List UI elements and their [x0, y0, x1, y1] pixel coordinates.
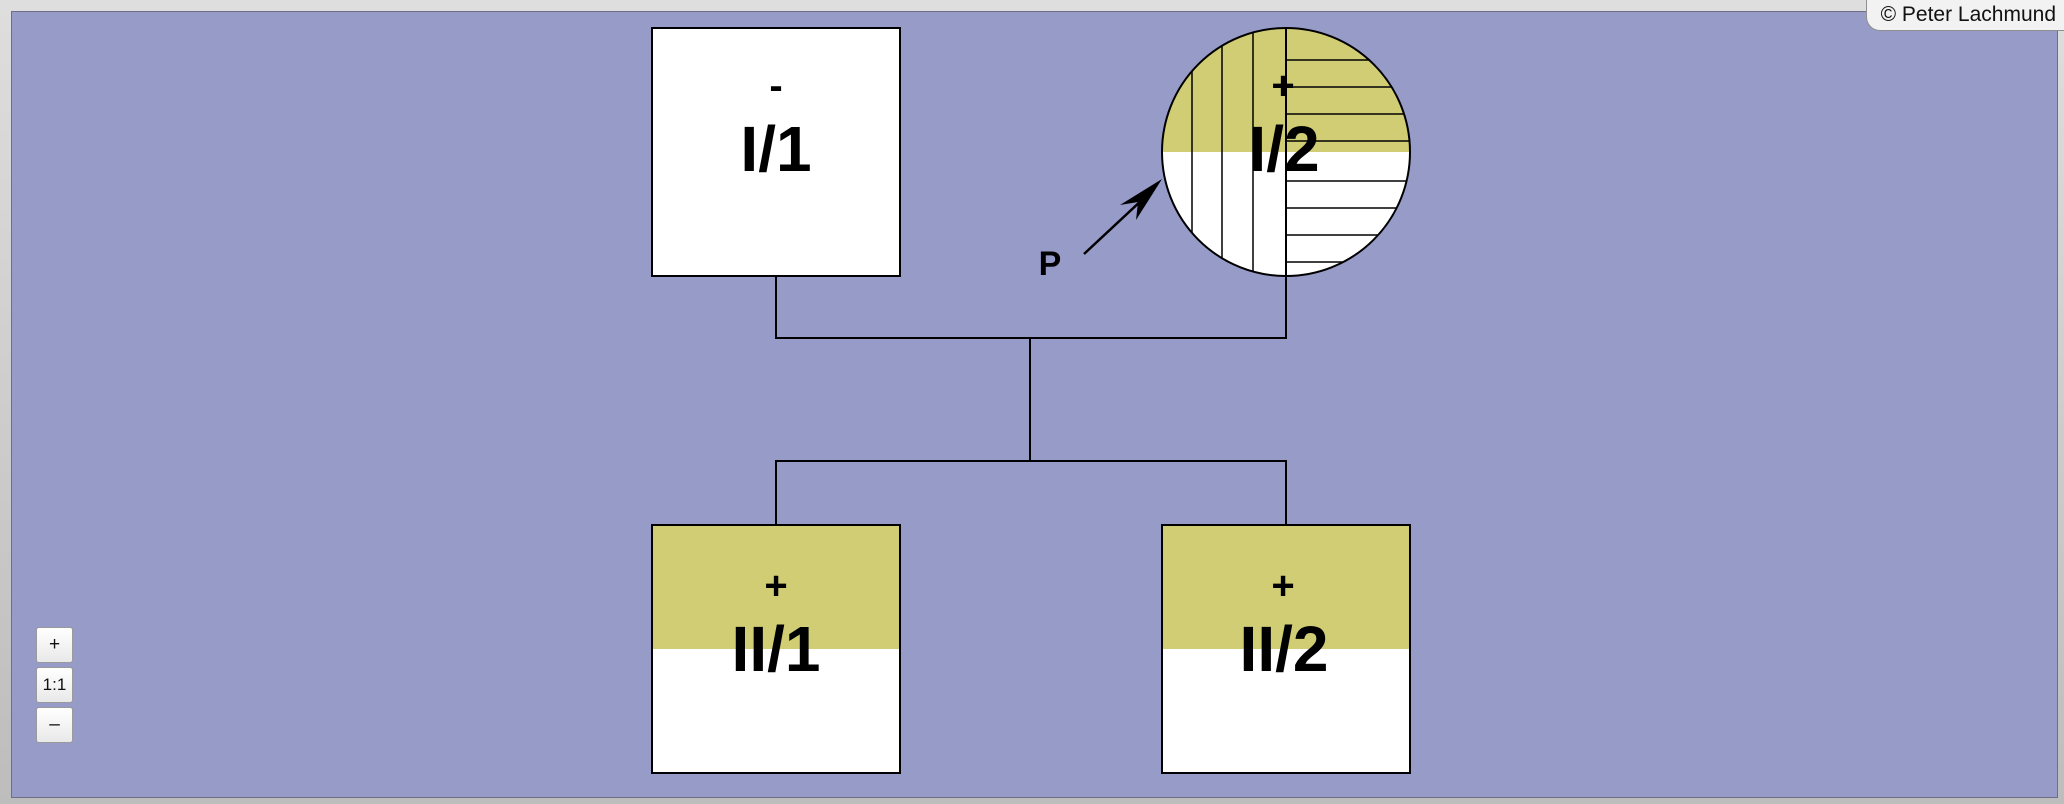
male-symbol	[651, 524, 901, 774]
relationship-lines	[775, 276, 1287, 525]
individual-I-2[interactable]: + I/2	[1161, 27, 1411, 277]
individual-label: II/2	[1240, 613, 1329, 685]
male-symbol	[1161, 524, 1411, 774]
male-symbol	[651, 27, 901, 277]
status-sign: +	[1271, 64, 1294, 108]
status-sign: -	[769, 64, 782, 108]
individual-label: I/1	[740, 113, 811, 185]
zoom-out-button[interactable]: –	[36, 707, 73, 743]
individual-label: II/1	[732, 613, 821, 685]
individual-label: I/2	[1248, 113, 1319, 185]
proband-marker: P	[1039, 245, 1062, 283]
pedigree-canvas[interactable]: - I/1	[11, 11, 2058, 798]
zoom-in-button[interactable]: +	[36, 627, 73, 663]
status-sign: +	[764, 564, 787, 608]
pedigree-diagram: - I/1	[651, 27, 1411, 774]
female-symbol	[1161, 27, 1411, 277]
proband-arrow: P	[1039, 179, 1162, 283]
individual-I-1[interactable]: - I/1	[651, 27, 901, 277]
individual-II-1[interactable]: + II/1	[651, 524, 901, 774]
individual-II-2[interactable]: + II/2	[1161, 524, 1411, 774]
horizontal-hatching	[1286, 59, 1410, 263]
status-sign: +	[1271, 564, 1294, 608]
affected-fill	[1162, 525, 1410, 649]
copyright-label: © Peter Lachmund	[1865, 0, 2064, 31]
zoom-reset-button[interactable]: 1:1	[36, 667, 73, 703]
affected-fill	[652, 525, 900, 649]
